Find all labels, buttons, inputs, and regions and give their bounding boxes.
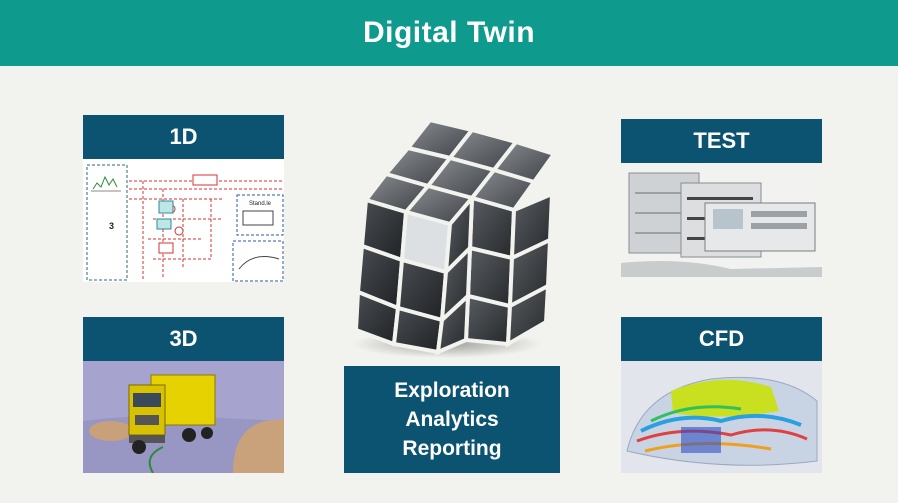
panel-3d: 3D: [83, 317, 284, 473]
cube-graphic: [352, 117, 558, 358]
panel-cfd-simulation-image: [621, 361, 822, 473]
panel-test: TEST: [621, 119, 822, 277]
panel-3d-truck-image: [83, 361, 284, 473]
truck-scene: [83, 361, 284, 473]
page-title: Digital Twin: [0, 0, 898, 66]
summary-line-exploration: Exploration: [394, 379, 510, 402]
diagram-box-label: Stand.le: [249, 201, 272, 207]
diagram-number: 3: [109, 221, 114, 231]
panel-cfd-label: CFD: [621, 317, 822, 361]
panel-cfd: CFD: [621, 317, 822, 473]
panel-test-label: TEST: [621, 119, 822, 163]
panel-1d-diagram-image: 3 Stand.le: [83, 159, 284, 282]
cfd-simulation: [621, 361, 822, 473]
panel-test-equipment-image: [621, 163, 822, 277]
test-equipment: [621, 163, 822, 277]
summary-line-analytics: Analytics: [405, 408, 499, 431]
summary-box: Exploration Analytics Reporting: [344, 366, 560, 473]
system-diagram: 3 Stand.le: [86, 164, 284, 282]
panel-1d: 1D 3 S: [83, 115, 284, 282]
panel-3d-label: 3D: [83, 317, 284, 361]
panel-1d-label: 1D: [83, 115, 284, 159]
summary-line-reporting: Reporting: [402, 437, 502, 460]
